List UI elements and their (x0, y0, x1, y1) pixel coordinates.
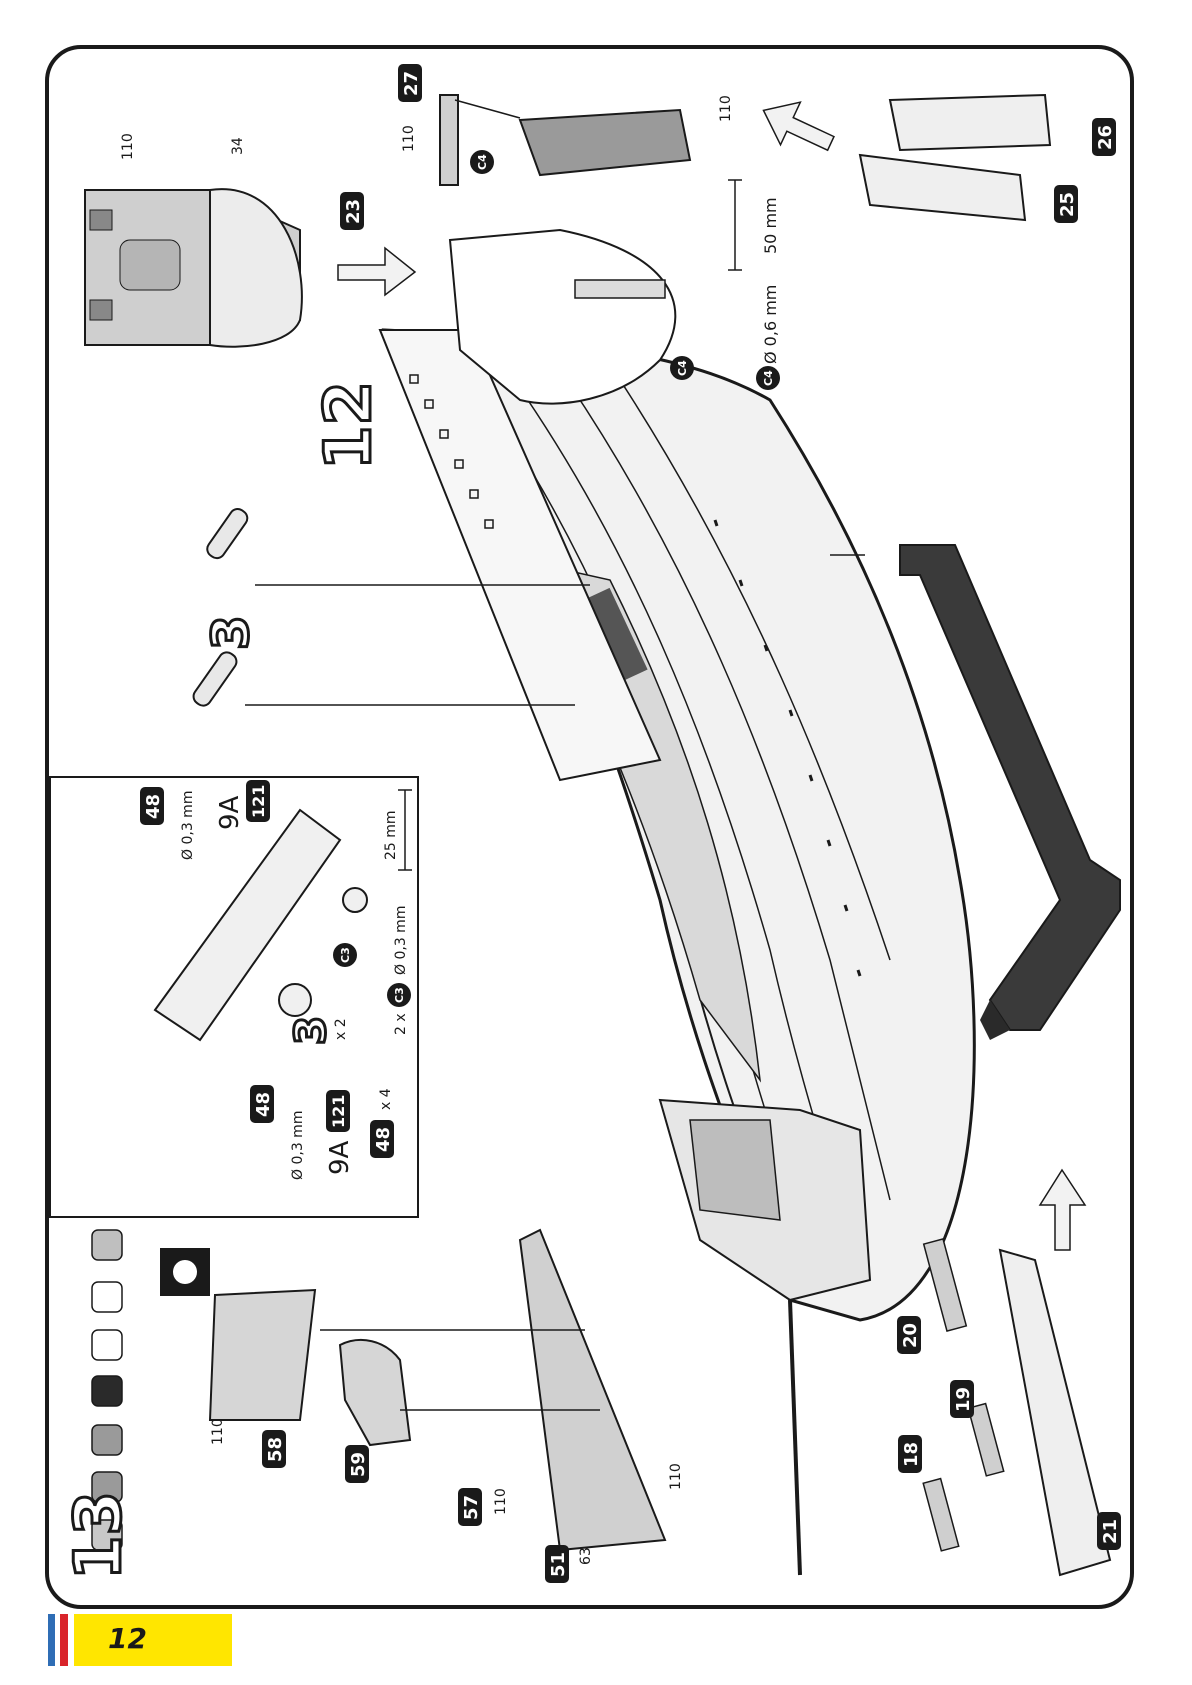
label-20: 20 (900, 1323, 921, 1348)
label-c3-a: C3 (339, 947, 352, 963)
label-48-b: 48 (253, 1092, 274, 1117)
label-110-b: 110 (401, 125, 417, 152)
label-110-f: 110 (668, 1463, 684, 1490)
qty-x4: x 4 (378, 1088, 394, 1110)
wire-03-b: Ø 0,3 mm (290, 1111, 306, 1180)
wood-icon-ring (173, 1260, 197, 1284)
tab-blue-bar (48, 1614, 55, 1666)
wire-06-mm: Ø 0,6 mm (761, 285, 780, 364)
label-51: 51 (548, 1552, 569, 1577)
page-number: 12 (108, 1622, 147, 1655)
label-121-a: 121 (249, 785, 268, 818)
label-110-e: 110 (493, 1488, 509, 1515)
label-26: 26 (1095, 125, 1116, 150)
step-12-number: 12 (312, 381, 386, 470)
label-48-c: 48 (373, 1127, 394, 1152)
scale-50-mm: 50 mm (761, 197, 780, 254)
label-23: 23 (343, 199, 364, 224)
label-21: 21 (1100, 1519, 1121, 1544)
cannon-a (204, 506, 250, 561)
parts-25-26 (860, 95, 1050, 220)
label-18: 18 (901, 1442, 922, 1467)
wire-03-a: Ø 0,3 mm (180, 791, 196, 860)
label-110-d: 110 (210, 1418, 226, 1445)
label-110-c: 110 (718, 95, 734, 122)
label-c4-legend: C4 (762, 370, 775, 386)
scale-25-mm: 25 mm (383, 810, 399, 860)
label-19: 19 (953, 1387, 974, 1412)
stern-detail (85, 189, 302, 347)
tab-yellow-box (74, 1614, 232, 1666)
step13-panel-51 (520, 1230, 665, 1550)
step13-part-59 (340, 1340, 410, 1445)
label-c4-b: C4 (676, 360, 689, 376)
qty-x2: x 2 (333, 1018, 349, 1040)
label-c3-b: C3 (393, 987, 406, 1003)
cannon-qty-3b: 3 (286, 1016, 335, 1045)
label-48-a: 48 (143, 794, 164, 819)
step-13-number: 13 (62, 1491, 136, 1580)
scale-bar-50 (728, 180, 742, 270)
label-9a-a: 9A (215, 795, 245, 830)
page-number-tab: 12 (48, 1614, 186, 1666)
inset-frame (50, 777, 418, 1217)
wire-03-c: Ø 0,3 mm (393, 906, 409, 975)
label-121-b: 121 (329, 1095, 348, 1128)
tab-red-bar (60, 1614, 68, 1666)
label-59: 59 (348, 1452, 369, 1477)
qty-2x: 2 x (393, 1013, 409, 1035)
cannon-b (190, 649, 239, 708)
step13-part-58 (210, 1290, 315, 1420)
label-c4-a: C4 (476, 154, 489, 170)
label-9a-b: 9A (325, 1140, 355, 1175)
label-110-a: 110 (120, 133, 136, 160)
cannon-qty-3: 3 (202, 615, 260, 650)
label-25: 25 (1057, 192, 1078, 217)
label-27: 27 (401, 71, 422, 96)
label-58: 58 (265, 1437, 286, 1462)
label-34: 34 (230, 137, 246, 155)
label-57: 57 (461, 1495, 482, 1520)
label-63: 63 (578, 1547, 594, 1565)
